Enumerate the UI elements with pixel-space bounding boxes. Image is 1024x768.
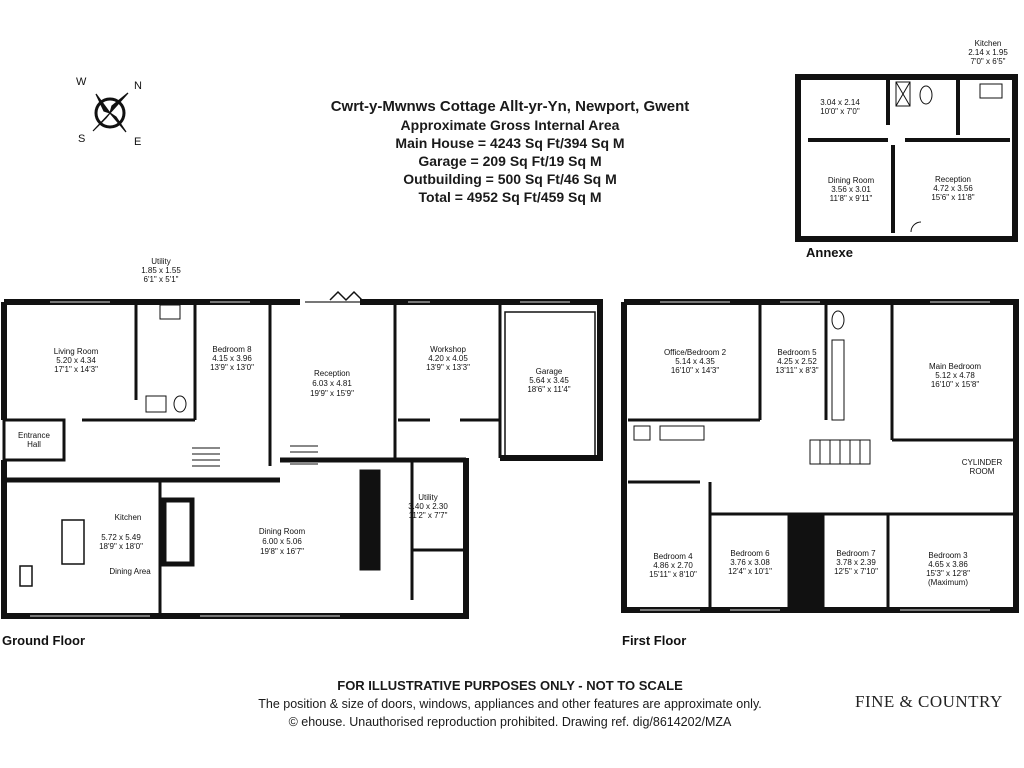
compass-e: E [134,136,142,148]
ground-floor-plan [1,290,603,619]
compass-icon [92,92,129,133]
compass-w: W [76,76,87,88]
annexe-plan [795,74,1018,242]
total-area: Total = 4952 Sq Ft/459 Sq M [418,189,602,205]
copyright-text: © ehouse. Unauthorised reproduction proh… [288,715,732,729]
area-summary: Cwrt-y-Mwnws Cottage Allt-yr-Yn, Newport… [260,98,760,206]
ground-floor-label: Ground Floor [2,633,86,648]
disclaimer-title: FOR ILLUSTRATIVE PURPOSES ONLY - NOT TO … [337,678,683,693]
garage-area: Garage = 209 Sq Ft/19 Sq M [418,153,602,169]
compass-s: S [78,133,86,145]
compass-n: N [134,80,142,92]
first-floor-plan [621,299,1019,613]
disclaimer: FOR ILLUSTRATIVE PURPOSES ONLY - NOT TO … [180,677,840,731]
first-floor-label: First Floor [622,633,687,648]
outbuilding-area: Outbuilding = 500 Sq Ft/46 Sq M [403,171,617,187]
main-house-area: Main House = 4243 Sq Ft/394 Sq M [395,135,625,151]
brand-logo: FINE & COUNTRY [855,692,1003,711]
annexe-label: Annexe [806,245,853,260]
property-title: Cwrt-y-Mwnws Cottage Allt-yr-Yn, Newport… [330,98,690,115]
area-subtitle: Approximate Gross Internal Area [400,117,620,133]
disclaimer-text: The position & size of doors, windows, a… [258,697,762,711]
